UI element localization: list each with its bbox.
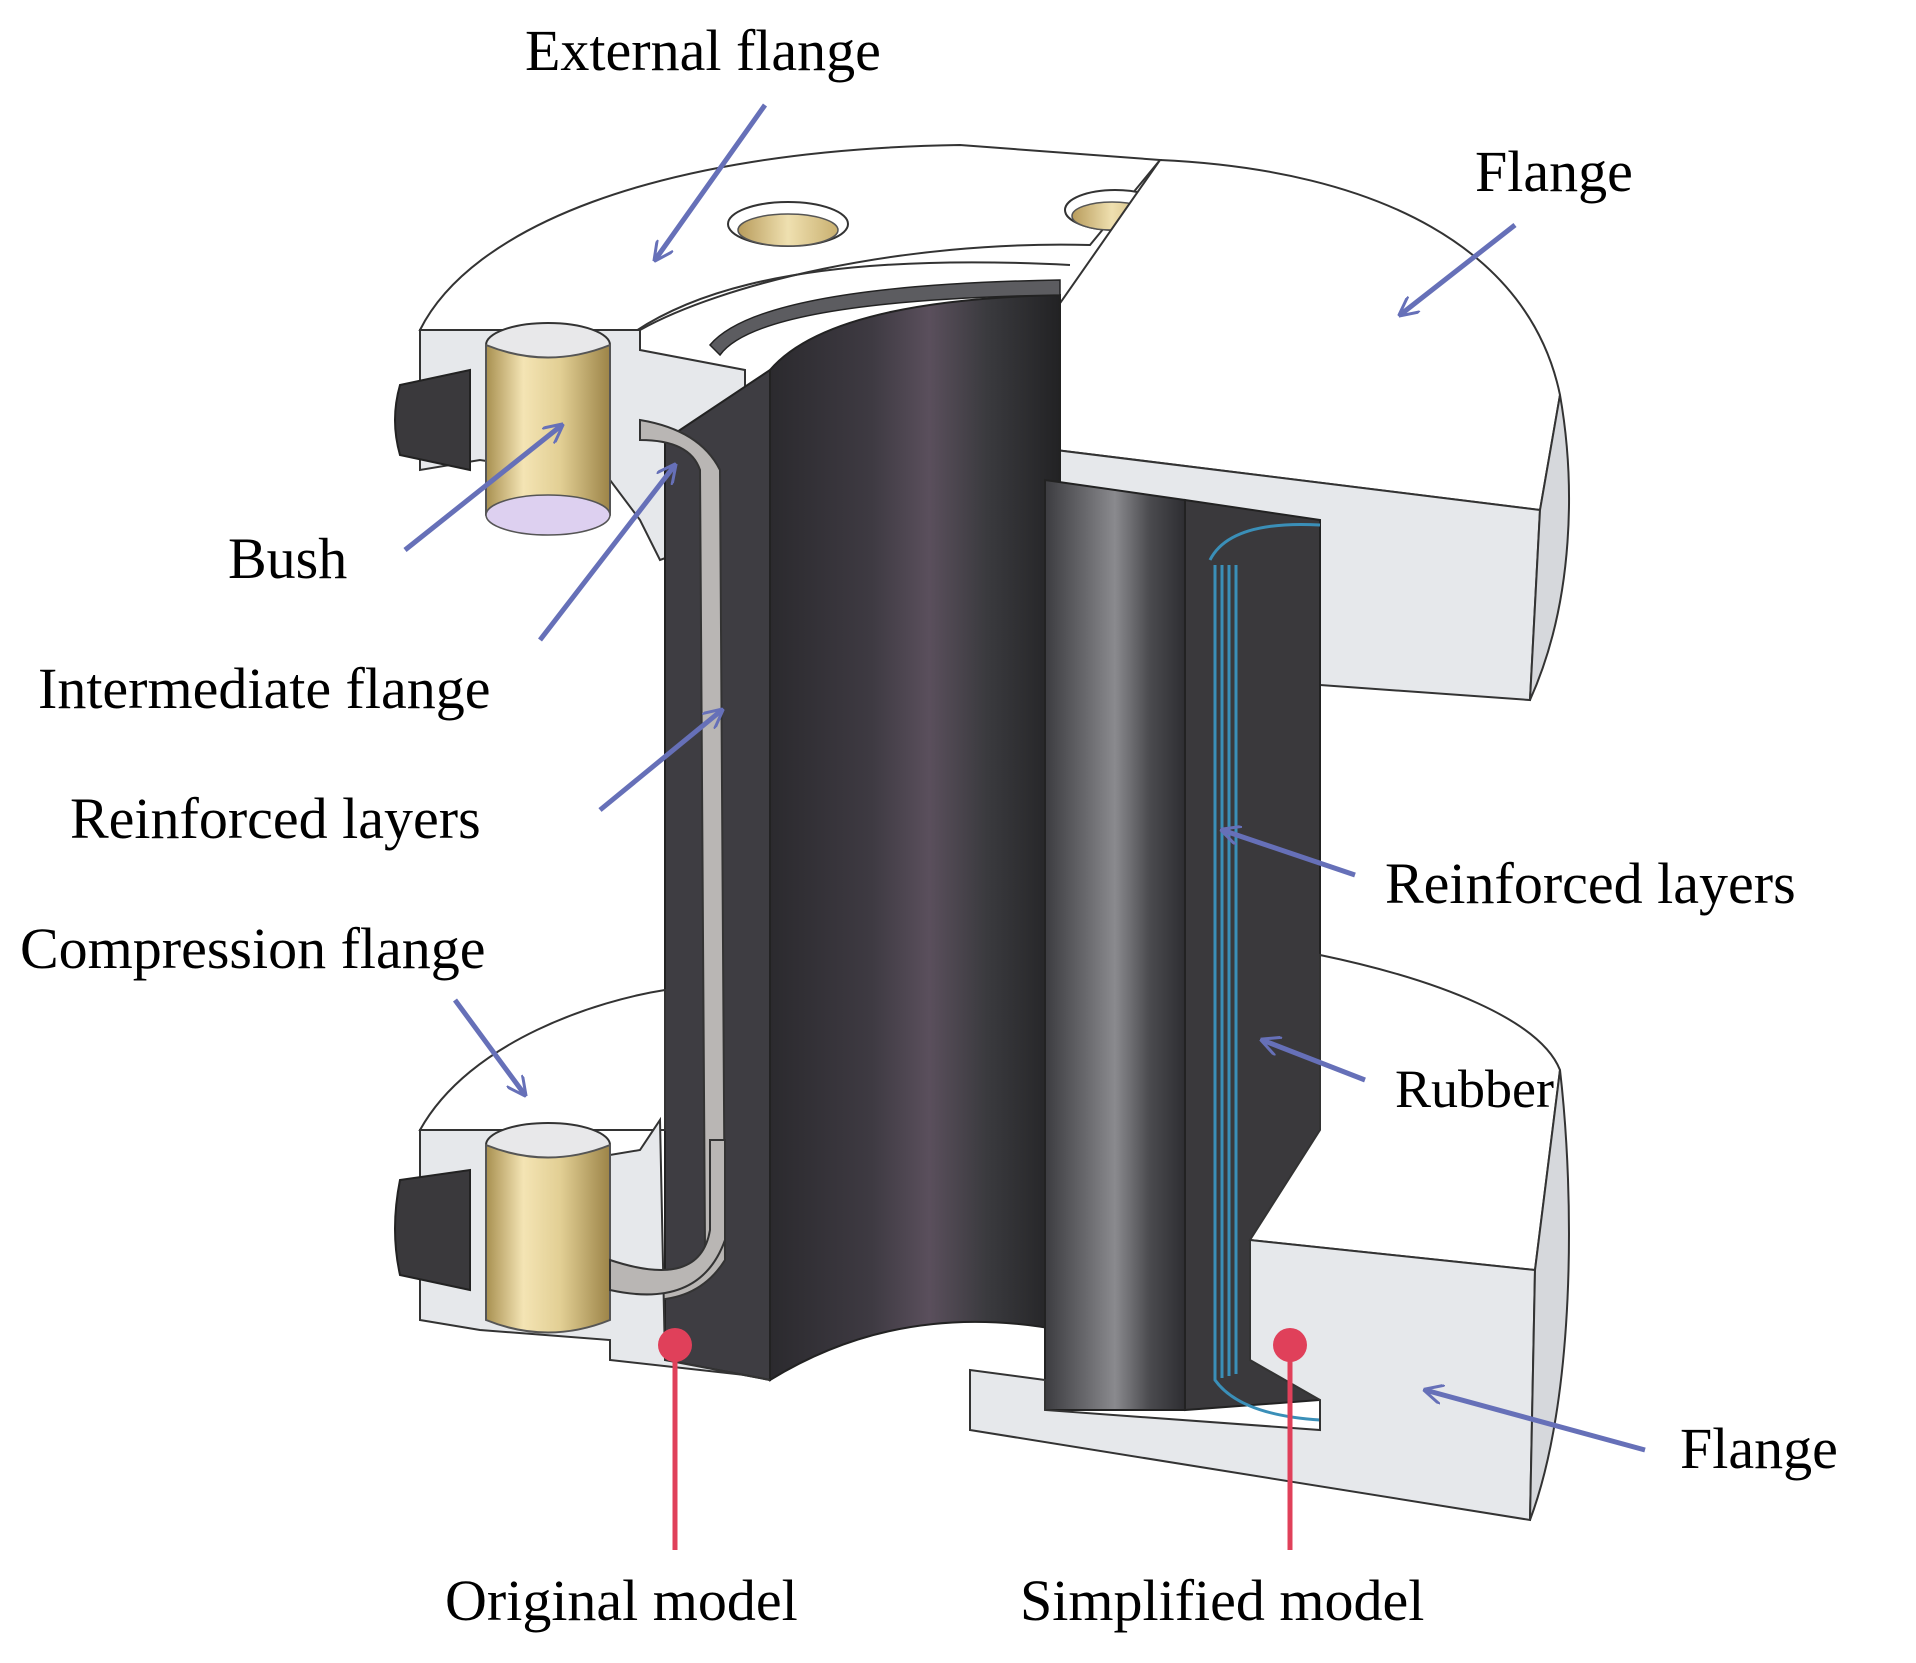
original-bottom-reinforced [609,1139,726,1296]
label-compression-flange: Compression flange [20,916,486,981]
label-rubber: Rubber [1395,1059,1554,1119]
bolt-hole-inner [737,213,839,247]
original-bottom-seal [394,1168,471,1292]
flange-top-side-face [1529,394,1570,701]
simplified-reinforced-layers [1208,522,1321,1422]
flange-bottom-side-face [1529,1069,1570,1521]
model-markers [658,1328,1307,1550]
label-simplified-model: Simplified model [1020,1568,1425,1633]
tube-inner-surface [769,293,1061,1382]
arrow-flange-top [1400,223,1517,315]
arrow-bush [403,425,562,552]
label-intermediate-flange: Intermediate flange [38,656,491,721]
bush-top-bottom [485,494,611,536]
arrow-compression-flange [452,998,525,1095]
original-model-dot [658,1328,692,1362]
label-flange-bottom: Flange [1680,1416,1838,1481]
label-reinforced-layers-right: Reinforced layers [1385,851,1796,916]
original-top-seal [394,368,471,472]
annotation-arrows [403,103,1646,1453]
arrow-intermediate-flange [538,465,675,642]
arrow-flange-bottom [1425,1390,1646,1453]
label-bush: Bush [228,526,348,591]
arrow-external-flange [655,103,768,260]
arrow-reinforced-layers-right [1222,830,1356,878]
bush-bottom-body [485,1143,611,1334]
tube-top-cut-face [708,279,1061,357]
label-original-model: Original model [445,1568,798,1633]
simplified-model-dot [1273,1328,1307,1362]
label-reinforced-layers-left: Reinforced layers [70,786,481,851]
label-external-flange: External flange [525,18,881,83]
compression-flange-top-surface [418,988,666,1131]
label-flange-top: Flange [1475,139,1633,204]
simplified-rubber-tube [1044,478,1186,1411]
arrow-rubber [1262,1040,1366,1083]
arrow-reinforced-layers-left [598,710,722,812]
flange-top-surface [974,158,1562,512]
